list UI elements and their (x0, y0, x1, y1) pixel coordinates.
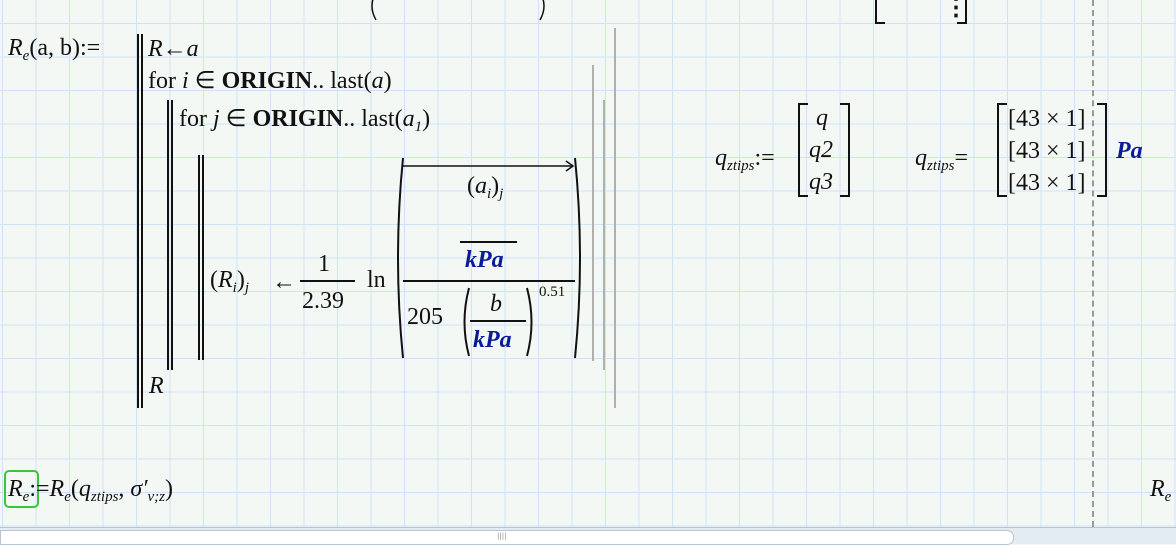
fraction-line (300, 280, 355, 282)
b-paren-right (526, 287, 533, 357)
loop-bar (167, 100, 169, 370)
region-bar (614, 28, 616, 408)
partial-paren-left (371, 0, 377, 21)
program-bar (137, 34, 139, 408)
inner-loop-bar (202, 155, 204, 360)
b-var: b (490, 291, 502, 317)
region-bar (592, 65, 594, 361)
program-line-1[interactable]: R←a (148, 36, 199, 62)
ln-paren-right (574, 157, 581, 359)
unit-kpa: kPa (465, 247, 504, 273)
result-bracket-left (997, 103, 1007, 197)
re-partial-right[interactable]: Re (1150, 476, 1172, 505)
page-break-line (1092, 0, 1094, 527)
fraction-denominator: 2.39 (302, 288, 344, 314)
program-line-3[interactable]: for j ∈ ORIGIN.. last(a1) (179, 106, 431, 135)
unit-kpa-2: kPa (473, 327, 512, 353)
body-lhs[interactable]: (Ri)j (210, 267, 250, 296)
re-call-definition[interactable]: Re:=Re(qztips, σ′v;z) (8, 476, 173, 505)
program-bar (141, 34, 143, 408)
main-fraction-line (403, 280, 575, 282)
inner-var: (ai)j (467, 173, 504, 202)
result-item: [43 × 1] (1008, 170, 1086, 196)
worksheet-grid (0, 0, 1176, 527)
horizontal-scrollbar[interactable]: |||| (0, 527, 1176, 545)
vectorize-arrow (403, 160, 575, 172)
partial-vdots: ⋮ (944, 0, 968, 21)
result-unit[interactable]: Pa (1116, 138, 1143, 164)
function-name[interactable]: Re(a, b):= (8, 35, 101, 64)
matrix-item[interactable]: q3 (809, 169, 833, 195)
partial-paren-right (539, 0, 545, 21)
result-item: [43 × 1] (1008, 138, 1086, 164)
matrix-bracket-left (798, 103, 808, 197)
assign-arrow: ← (272, 269, 296, 295)
unit-fraction-line (460, 241, 517, 243)
program-line-2[interactable]: for i ∈ ORIGIN.. last(a) (148, 68, 392, 94)
matrix-bracket-right (840, 103, 850, 197)
region-bar (603, 100, 605, 370)
b-paren-left (463, 287, 470, 357)
loop-bar (171, 100, 173, 370)
qztips-definition-name[interactable]: qztips:= (715, 145, 775, 174)
result-item: [43 × 1] (1008, 106, 1086, 132)
scrollbar-grip-icon: |||| (497, 532, 507, 540)
coefficient: 205 (407, 304, 443, 330)
result-bracket-right (1097, 103, 1107, 197)
exponent: 0.51 (539, 284, 566, 300)
selection-box (4, 470, 39, 508)
partial-bracket-right (957, 0, 967, 24)
ln-function: ln (367, 267, 386, 293)
matrix-item[interactable]: q2 (809, 137, 833, 163)
fraction-numerator: 1 (318, 251, 330, 277)
ln-paren-left (397, 157, 404, 359)
partial-bracket-left (875, 0, 885, 24)
b-fraction-line (470, 320, 526, 322)
matrix-item[interactable]: q (816, 105, 828, 131)
return-value[interactable]: R (149, 373, 164, 399)
inner-loop-bar (198, 155, 200, 360)
qztips-evaluation-name[interactable]: qztips= (915, 145, 969, 174)
